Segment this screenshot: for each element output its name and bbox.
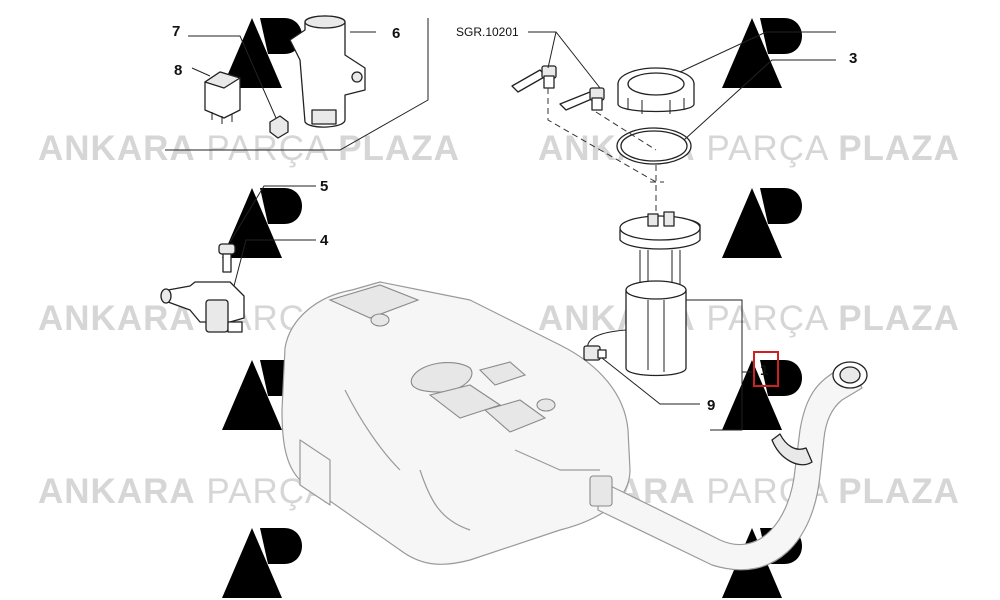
fuel-pump-module xyxy=(587,211,701,377)
callout-labels: SGR.10201 1 3 4 5 6 7 8 9 xyxy=(172,23,857,414)
connector-part xyxy=(583,345,607,361)
valve-part xyxy=(160,281,245,333)
lock-ring-and-seal xyxy=(616,67,695,165)
watermark-text: ANKARA PARÇA PLAZA xyxy=(38,129,460,168)
bolt-part xyxy=(218,243,236,273)
callout-5: 5 xyxy=(320,178,328,195)
relay-part xyxy=(204,71,241,124)
callout-9: 9 xyxy=(707,397,715,414)
callout-3: 3 xyxy=(849,50,857,67)
fuel-tank xyxy=(281,281,631,565)
reference-label: SGR.10201 xyxy=(456,25,519,39)
callout-1: 1 xyxy=(760,362,768,379)
callout-7: 7 xyxy=(172,23,180,40)
leader-lines xyxy=(165,18,836,431)
callout-highlight-box xyxy=(753,351,779,387)
watermark-text: ANKARA PARÇA PLAZA xyxy=(538,129,960,168)
callout-8: 8 xyxy=(174,62,182,79)
hose-connectors xyxy=(511,65,605,111)
assembly-guides xyxy=(547,88,664,213)
callout-4: 4 xyxy=(320,232,329,249)
filler-neck xyxy=(589,361,868,571)
watermark-text: ANKARA PARÇA PLAZA xyxy=(538,299,960,338)
nut-part xyxy=(269,115,289,139)
sensor-part xyxy=(289,15,366,128)
callout-6: 6 xyxy=(392,25,400,42)
